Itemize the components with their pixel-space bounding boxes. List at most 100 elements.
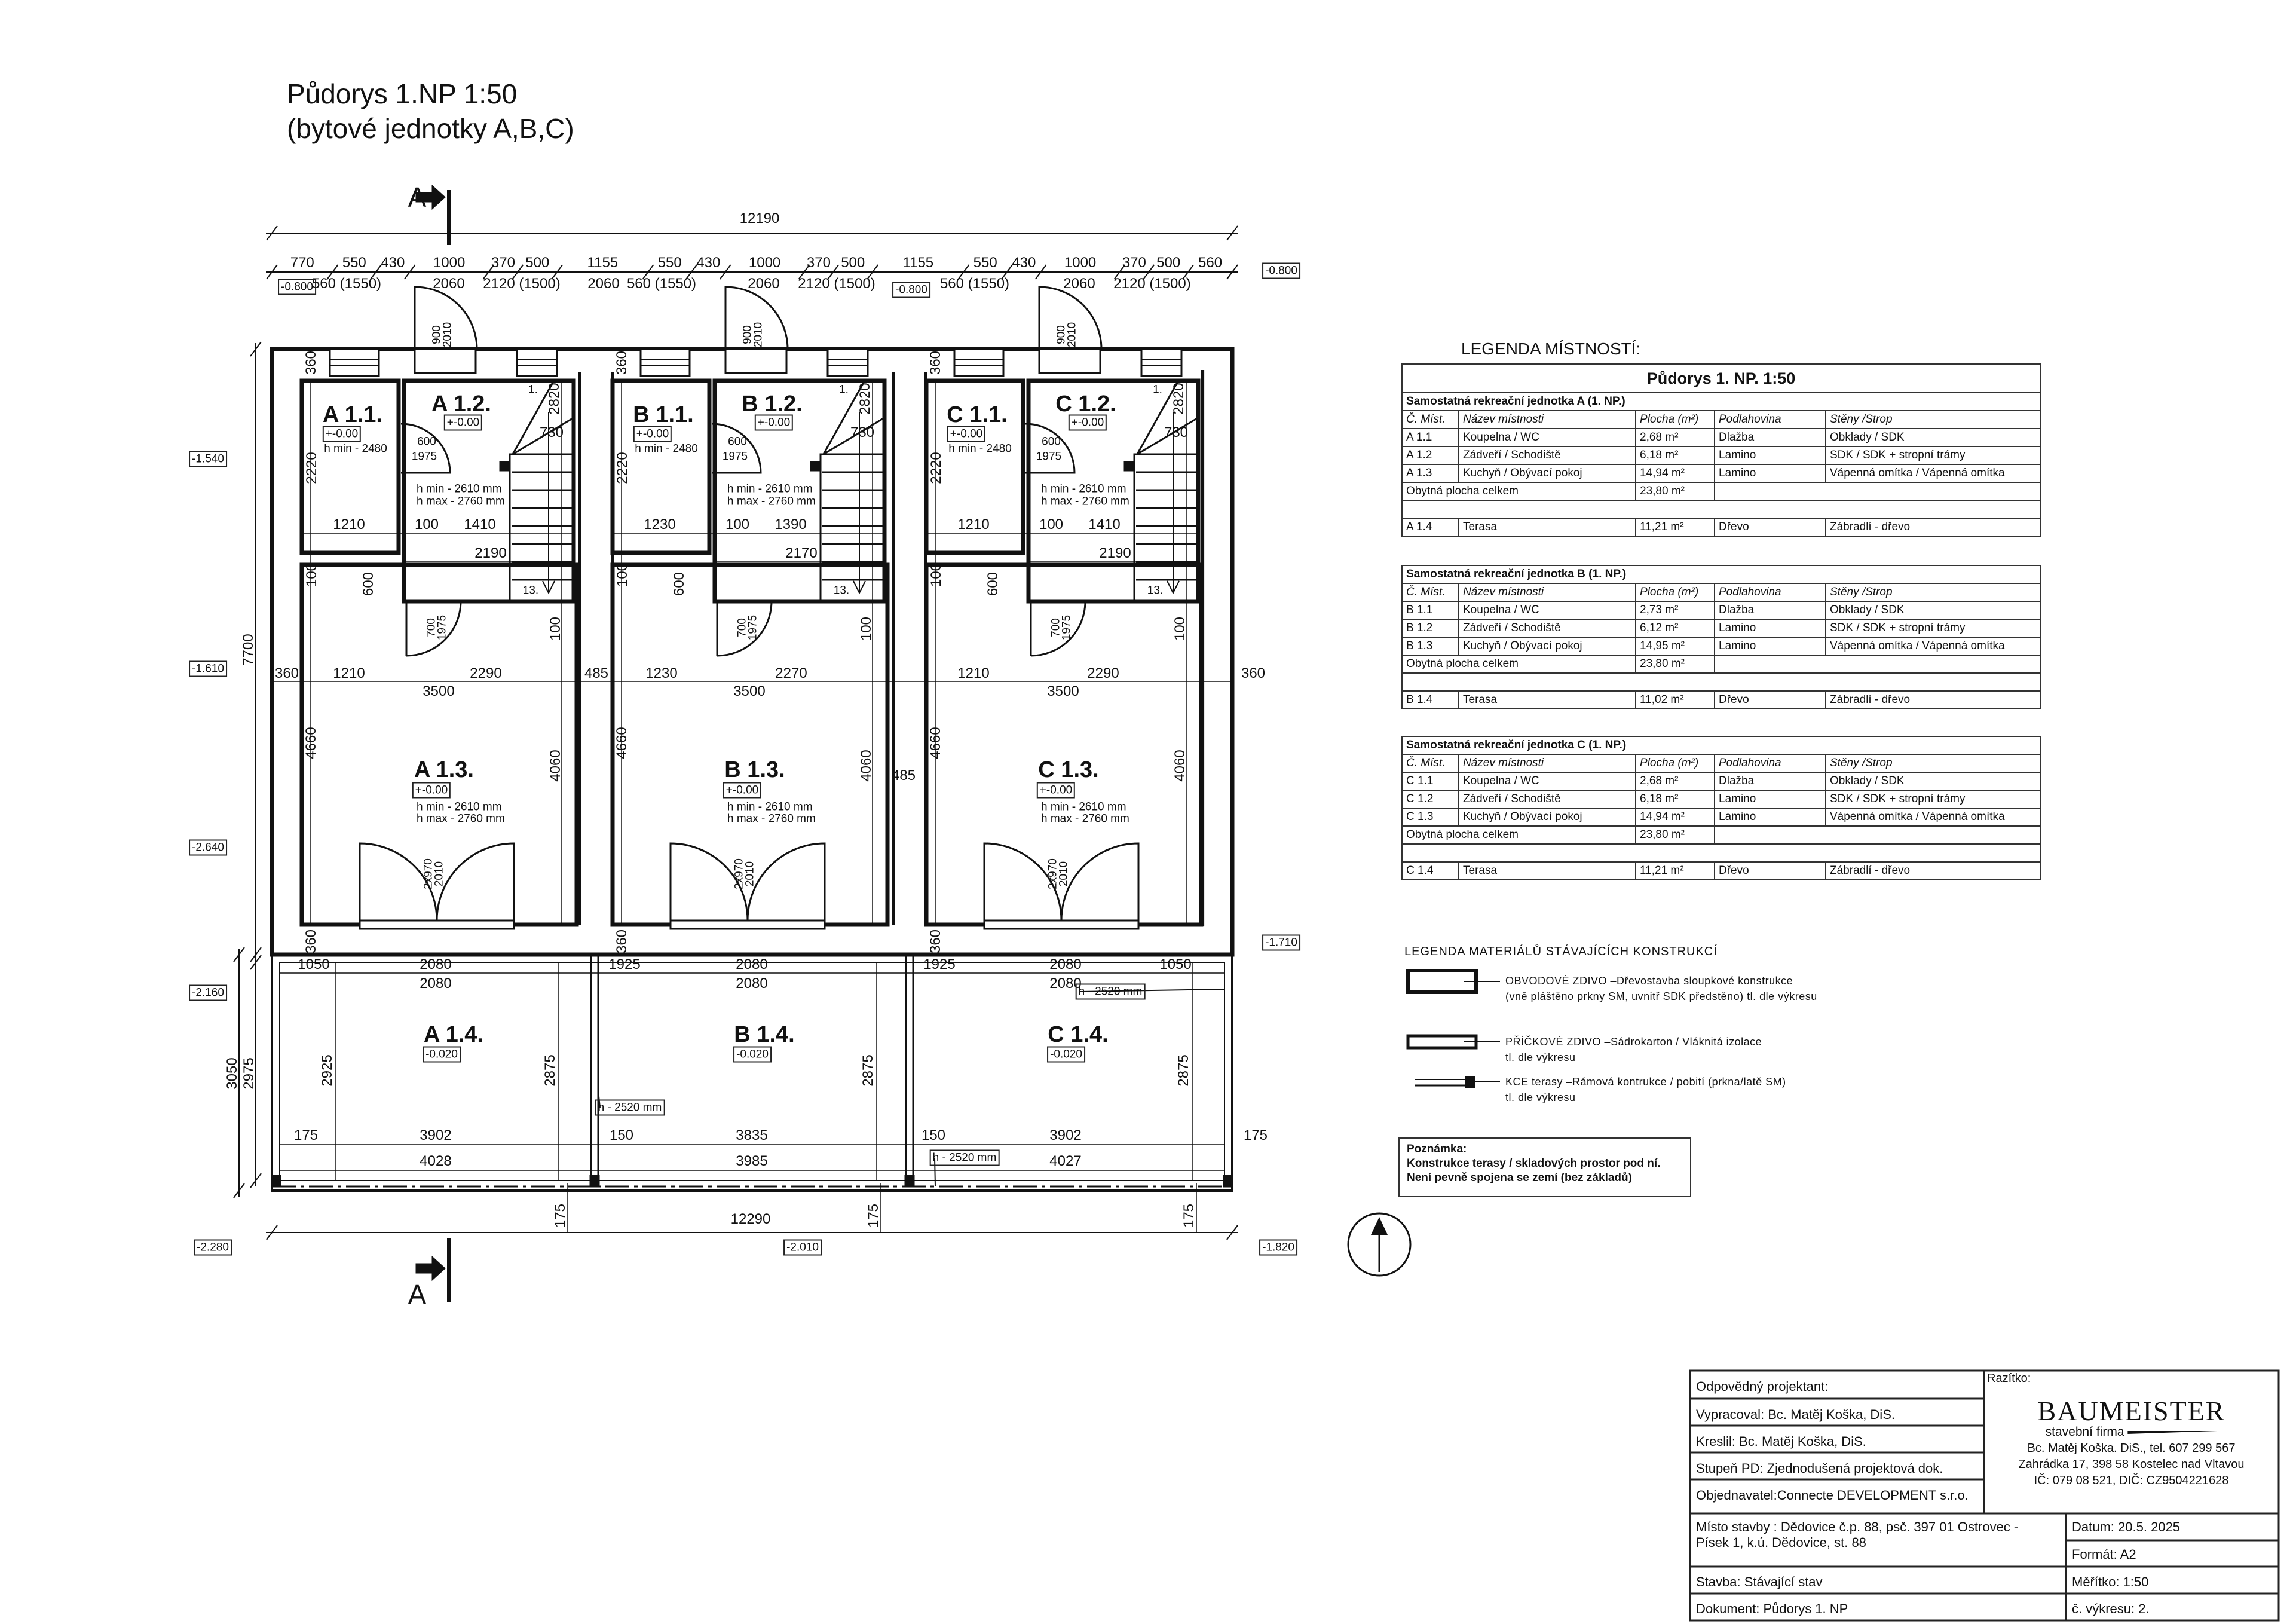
dimension-label: 500 [525, 255, 550, 271]
dimension-label: 1. [1153, 383, 1162, 396]
stair-winder [1137, 417, 1198, 455]
dimension-label: 13. [833, 584, 850, 597]
ceiling-height: h max - 2760 mm [727, 812, 816, 825]
dimension-label: 4060 [547, 750, 564, 782]
table-cell: 23,80 m² [1635, 482, 1715, 501]
table-cell: Obklady / SDK [1825, 772, 2041, 791]
level-tag: -2.640 [189, 839, 227, 856]
dimension-label: 4027 [1049, 1153, 1082, 1169]
table-cell: 14,94 m² [1635, 808, 1715, 827]
table-cell: Název místnosti [1458, 754, 1636, 773]
dimension-label: 370 [491, 255, 515, 271]
table-cell: Zábradlí - dřevo [1825, 518, 2041, 537]
room-table-b: Samostatná rekreační jednotka B (1. NP.)… [1401, 565, 2041, 709]
dimension-label: 550 [657, 255, 682, 271]
table-cell: Zábradlí - dřevo [1825, 861, 2041, 880]
dimension-label: 2220 [614, 452, 630, 484]
room-label: B 1.4. [734, 1022, 795, 1047]
dimension-label: 3500 [423, 683, 455, 699]
table-cell: A 1.4 [1401, 518, 1459, 537]
dimension-tick [1226, 225, 1238, 241]
table-cell: Zádveří / Schodiště [1458, 446, 1636, 465]
dimension-label: 1155 [902, 255, 934, 271]
level-tag: -1.710 [1262, 934, 1300, 951]
dimension-label: 13. [522, 584, 539, 597]
bathroom-door-swing [1025, 423, 1076, 474]
table-cell [1401, 672, 2041, 692]
room-label: C 1.3. [1038, 757, 1099, 782]
dimension-label: 3902 [1049, 1127, 1082, 1143]
dimension-tick [233, 1183, 245, 1198]
site-line-1: Místo stavby : Dědovice č.p. 88, psč. 39… [1696, 1519, 2019, 1534]
company-contact: Bc. Matěj Koška. DiS., tel. 607 299 567 [2027, 1442, 2236, 1455]
dimension-label: 1155 [587, 255, 619, 271]
company-address: Zahrádka 17, 398 58 Kostelec nad Vltavou [2018, 1458, 2245, 1471]
table-cell: Lamino [1714, 790, 1826, 809]
table-cell: B 1.2 [1401, 619, 1459, 638]
dimension-label: 150 [609, 1127, 634, 1143]
dimension-tick [326, 264, 339, 280]
table-cell: Č. Míst. [1401, 583, 1459, 602]
dimension-label: 2290 [1087, 665, 1119, 681]
dimension-label: 600 [671, 571, 687, 597]
table-cell: Vápenná omítka / Vápenná omítka [1825, 464, 2041, 483]
staircase [819, 453, 884, 602]
ceiling-height: h max - 2760 mm [1041, 812, 1129, 825]
dimension-label: 2290 [470, 665, 502, 681]
table-cell: Kuchyň / Obývací pokoj [1458, 637, 1636, 656]
table-cell: Obklady / SDK [1825, 601, 2041, 620]
dimension-label: 100 [614, 562, 630, 588]
window [1140, 348, 1183, 377]
dimension-label: 1230 [645, 665, 678, 681]
legend-text: PŘÍČKOVÉ ZDIVO –Sádrokarton / Vláknitá i… [1505, 1036, 1762, 1048]
entrance-door-frame [1038, 348, 1101, 374]
dimension-label: 1410 [464, 516, 496, 533]
ceiling-height: h min - 2610 mm [417, 482, 502, 496]
dimension-label: 12190 [739, 210, 780, 227]
level-tag: +-0.00 [322, 426, 362, 442]
table-cell: Terasa [1458, 518, 1636, 537]
dimension-tick [957, 264, 970, 280]
dimension-tick [250, 955, 262, 970]
table-cell: Zádveří / Schodiště [1458, 619, 1636, 638]
table-cell: SDK / SDK + stropní trámy [1825, 790, 2041, 809]
level-tag: +-0.00 [443, 414, 483, 431]
table-cell: A 1.3 [1401, 464, 1459, 483]
living-door-swing [1030, 601, 1086, 657]
table-cell: B 1.4 [1401, 690, 1459, 709]
table-cell [1714, 825, 2041, 845]
table-cell [1714, 482, 2041, 501]
dimension-tick [551, 264, 564, 280]
dimension-label: 100 [928, 562, 944, 588]
entrance-door-frame [724, 348, 788, 374]
table-cell: Kuchyň / Obývací pokoj [1458, 464, 1636, 483]
blank-row [1401, 672, 2041, 692]
legend-partition-wall: PŘÍČKOVÉ ZDIVO –Sádrokarton / Vláknitá i… [1505, 1034, 1762, 1065]
table-cell: Obytná plocha celkem [1401, 655, 1636, 674]
column-post [810, 461, 821, 472]
dimension-label: 430 [1012, 255, 1036, 271]
dimension-label: 4028 [420, 1153, 452, 1169]
table-cell: Lamino [1714, 446, 1826, 465]
dimension-label: 100 [1172, 616, 1188, 641]
height-tag: h - 2520 mm [595, 1099, 665, 1116]
entrance-door-swing [724, 286, 789, 350]
dimension-label: 2010 [1057, 861, 1070, 887]
dimension-label: 2060 [587, 276, 620, 292]
terrace-post [271, 1175, 281, 1188]
dimension-tick [827, 264, 840, 280]
room-label: B 1.1. [633, 402, 694, 427]
stair-winder [1136, 382, 1178, 455]
ceiling-height: h min - 2480 [324, 442, 387, 455]
logo-wedge [2127, 1430, 2218, 1434]
level-tag: -0.800 [1262, 262, 1300, 279]
dimension-tick [1226, 1225, 1238, 1240]
dimension-tick [266, 1225, 278, 1240]
dimension-tick [1143, 264, 1155, 280]
legend-text: tl. dle výkresu [1505, 1051, 1576, 1063]
dimension-label: 175 [865, 1203, 881, 1228]
ceiling-height: h min - 2480 [948, 442, 1012, 455]
terrace-structure-symbol [1415, 1076, 1500, 1088]
dimension-label: 2010 [743, 861, 757, 887]
